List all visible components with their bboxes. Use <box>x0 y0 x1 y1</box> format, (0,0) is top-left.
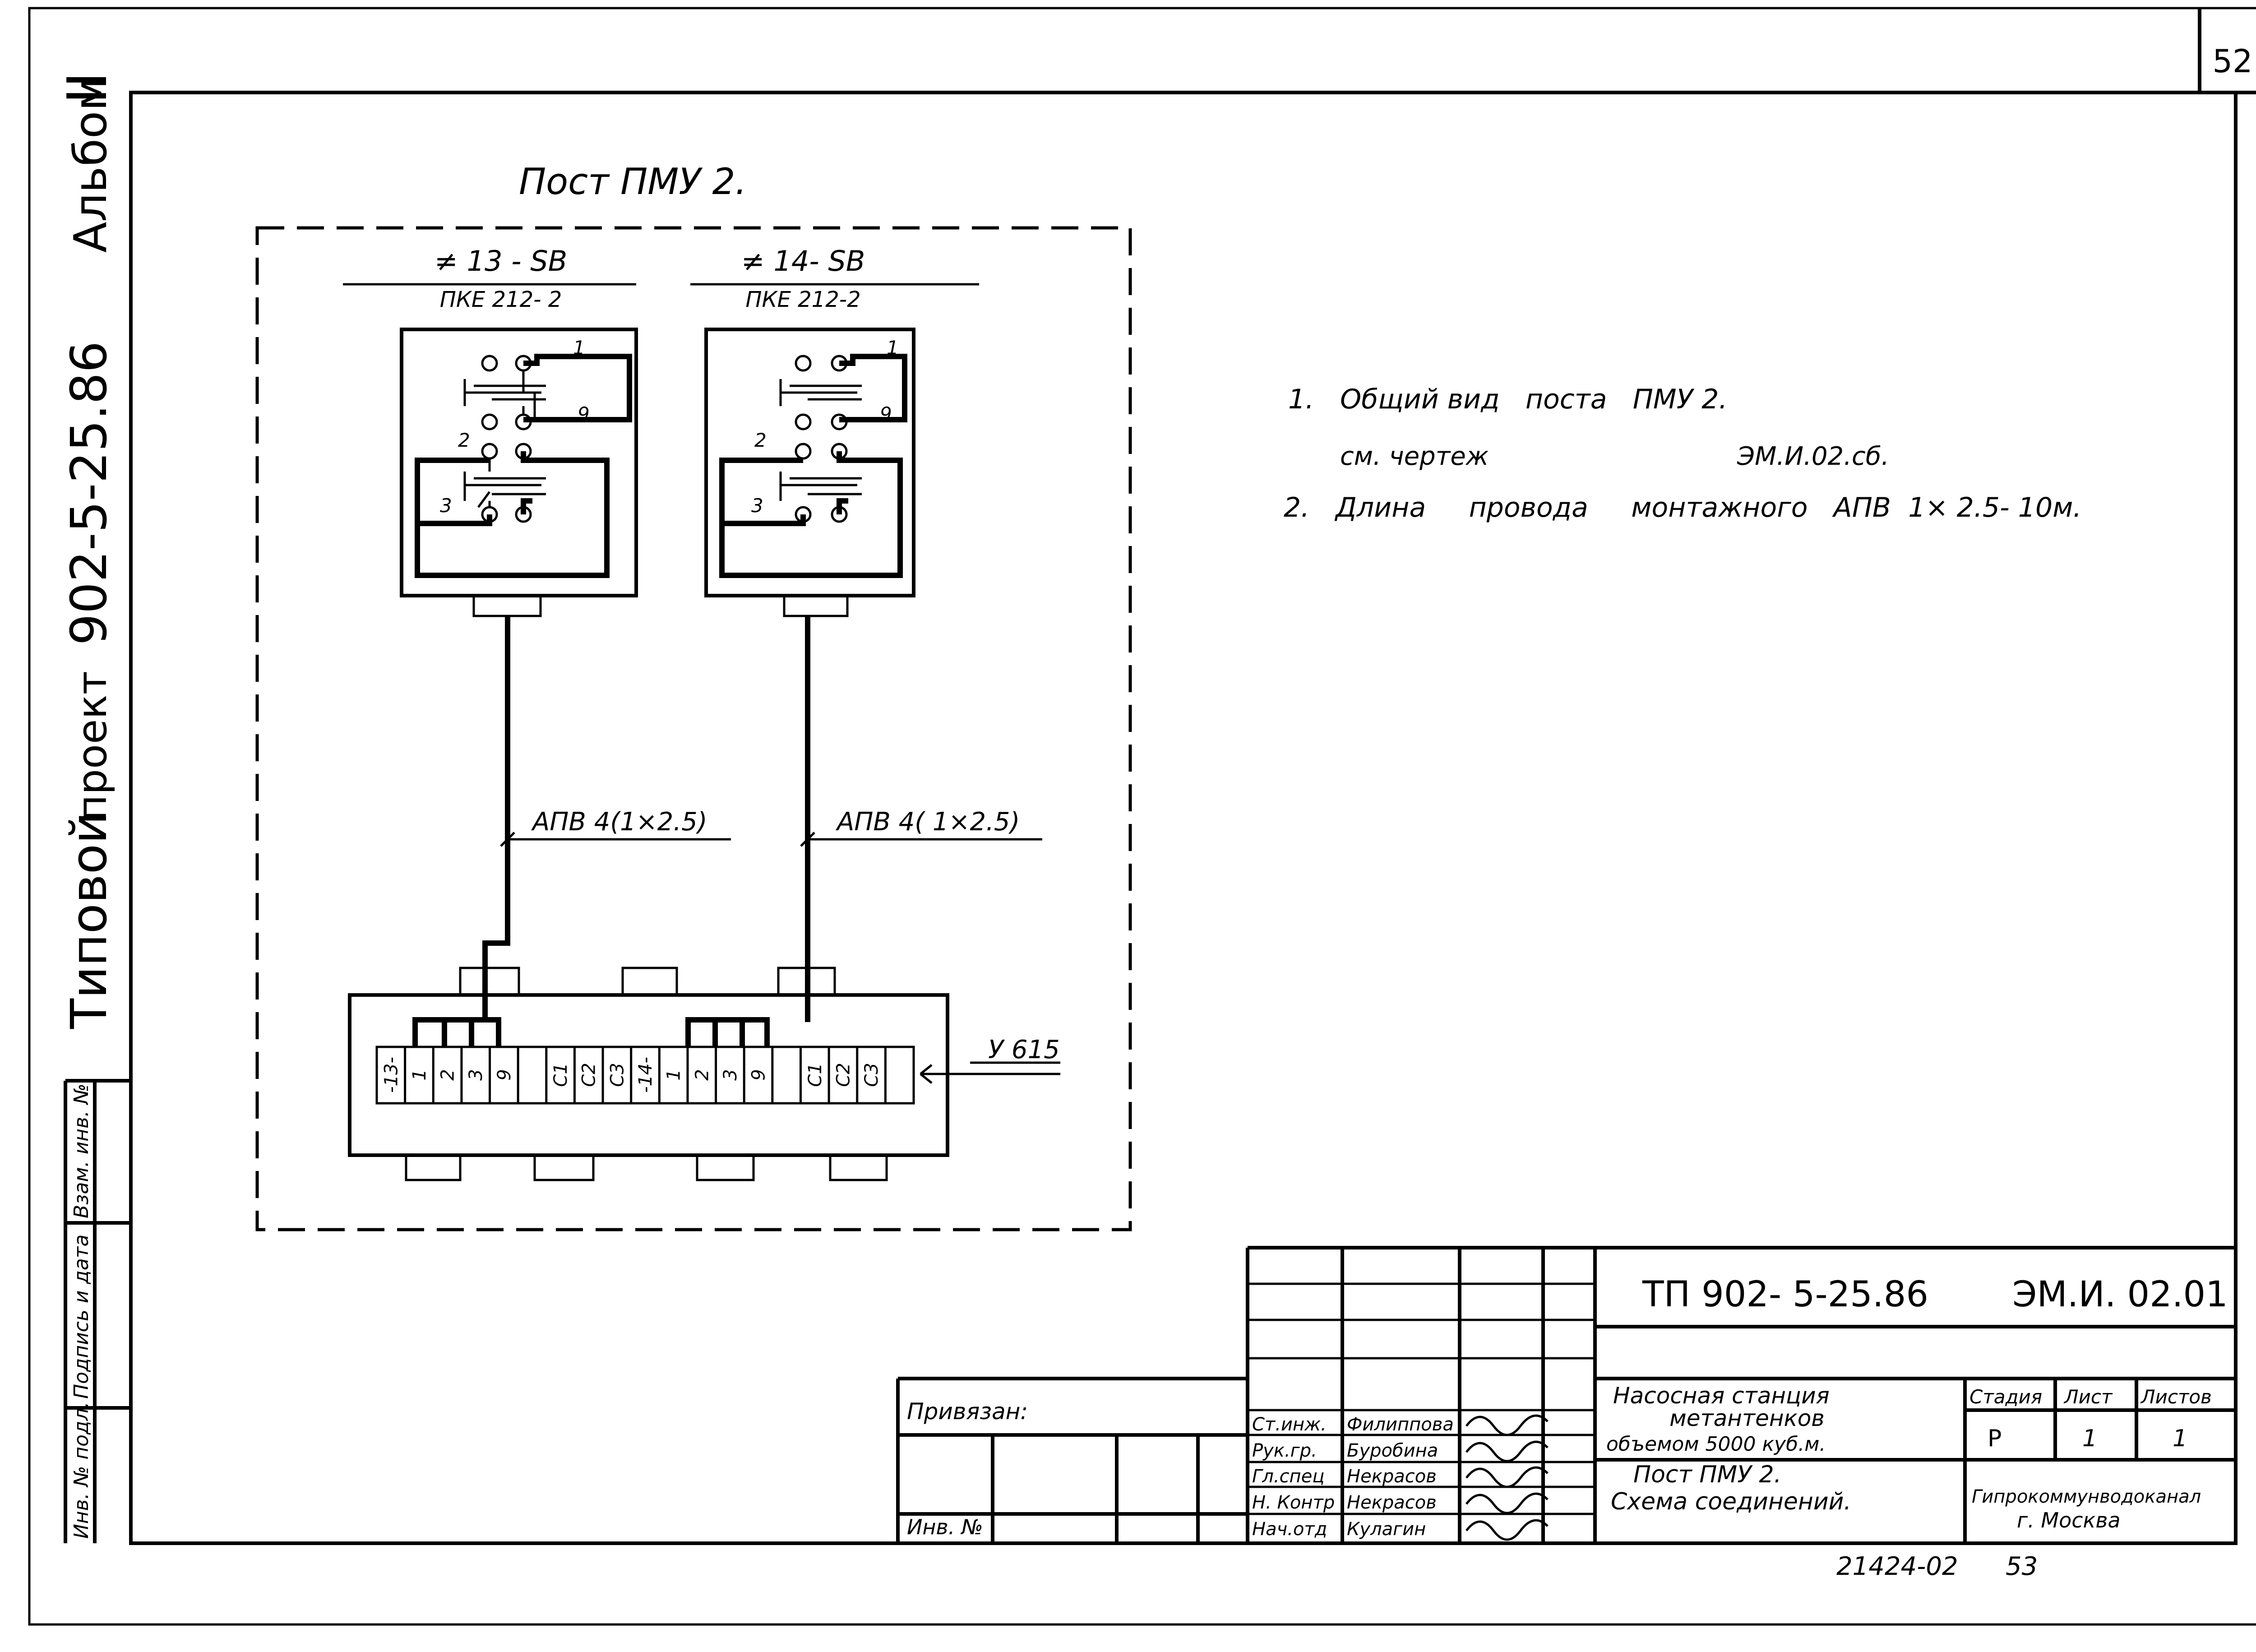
sheets-value: 1 <box>2173 1425 2187 1452</box>
push-button-14: 1 9 2 3 <box>704 328 915 617</box>
role-title: Рук.гр. <box>1252 1440 1317 1461</box>
terminal-label: 9 <box>494 1069 515 1080</box>
note-1-text: Общий вид поста ПМУ 2. <box>1340 384 1728 415</box>
sheet-title2: Схема соединений. <box>1611 1488 1851 1515</box>
left-strip-vzam: Взам. инв. № <box>70 1083 93 1218</box>
role-title: Гл.спец <box>1252 1466 1325 1487</box>
left-strip-sign: Подпись и дата <box>70 1235 93 1399</box>
object-line3: объемом 5000 куб.м. <box>1606 1433 1826 1456</box>
contact-9-label: 9 <box>578 403 590 425</box>
org-city: г. Москва <box>2017 1508 2121 1532</box>
title-block: Привязан: Инв. № ТП 902- 5-25.86 ЭМ.И. 0… <box>896 1246 2238 1543</box>
terminal-label: 2 <box>438 1069 458 1080</box>
sheets-header: Листов <box>2140 1386 2212 1408</box>
note-1-ref-text: см. чертеж <box>1340 442 1489 471</box>
note-1-ref-code: ЭМ.И.02.сб. <box>1737 442 1889 471</box>
note-1-num: 1. <box>1288 384 1314 415</box>
button-13-type: ПКЕ 212- 2 <box>440 287 562 312</box>
footer-page: 53 <box>2006 1552 2038 1581</box>
role-title: Н. Контр <box>1252 1492 1335 1513</box>
role-name: Филиппова <box>1347 1414 1454 1435</box>
left-strip: Инв. № подл. Подпись и дата Взам. инв. № <box>64 1079 131 1543</box>
contact-3-label-b: 3 <box>751 495 763 517</box>
terminal-label: 1 <box>409 1069 430 1080</box>
sheet-title1: Пост ПМУ 2. <box>1633 1461 1781 1488</box>
org-name: Гипрокоммунводоканал <box>1972 1486 2201 1507</box>
signature <box>1465 1414 1549 1436</box>
doc-code: ЭМ.И. 02.01 <box>2012 1274 2228 1315</box>
terminal-label: 9 <box>749 1069 769 1080</box>
terminal-label: 2 <box>692 1069 712 1080</box>
contact-3-label: 3 <box>440 495 452 517</box>
role-name: Некрасов <box>1347 1492 1437 1513</box>
left-strip-inv: Инв. № подл. <box>70 1402 93 1539</box>
cable-14-label: АПВ 4( 1×2.5) <box>836 807 1020 837</box>
stage-value: Р <box>1988 1425 2002 1452</box>
notes: 1. Общий вид поста ПМУ 2. см. чертеж ЭМ.… <box>1284 384 2081 523</box>
contact-2-label-b: 2 <box>754 429 767 451</box>
sheet-value: 1 <box>2082 1425 2097 1452</box>
signature <box>1465 1519 1549 1541</box>
inv-label: Инв. № <box>907 1515 983 1539</box>
push-button-13: 1 9 2 3 <box>400 328 638 617</box>
terminal-label: C3 <box>607 1063 628 1087</box>
terminal-label: -14- <box>635 1057 656 1093</box>
note-2-num: 2. <box>1284 492 1309 523</box>
terminal-block-label: У 615 <box>988 1035 1060 1064</box>
terminal-label: C2 <box>833 1063 854 1087</box>
sheet-number-box <box>2198 8 2256 94</box>
signature <box>1465 1440 1549 1462</box>
object-line1: Насосная станция <box>1613 1383 1830 1409</box>
footer-number: 21424-02 <box>1836 1552 1958 1581</box>
side-title-album-no: II <box>56 72 119 104</box>
side-title-album: Альбом <box>64 77 117 253</box>
button-13-tag: ≠ 13 - SB <box>435 245 567 278</box>
post-enclosure <box>255 226 1132 1231</box>
contact-9-label-b: 9 <box>880 403 892 425</box>
bound-label: Привязан: <box>907 1398 1028 1425</box>
drawing-frame <box>129 91 2238 1545</box>
role-title: Нач.отд <box>1252 1519 1327 1540</box>
stage-header: Стадия <box>1969 1386 2042 1408</box>
signature <box>1465 1466 1549 1488</box>
cable-13-label: АПВ 4(1×2.5) <box>531 807 707 837</box>
terminal-label: C1 <box>805 1063 826 1087</box>
button-14-type: ПКЕ 212-2 <box>745 287 860 312</box>
post-title: Пост ПМУ 2. <box>519 161 747 203</box>
terminal-label: C1 <box>550 1063 571 1087</box>
side-title-part1: Типовой <box>60 811 118 1029</box>
sheet-number: 52 <box>2212 43 2252 80</box>
outer-frame <box>28 7 2256 1626</box>
side-title-part3: 902-5-25.86 <box>60 341 118 645</box>
terminal-label: 3 <box>720 1069 741 1080</box>
terminal-label: 3 <box>466 1069 486 1080</box>
side-title: Типовой проект 902-5-25.86 Альбом II <box>56 72 119 1029</box>
terminal-label: C3 <box>861 1063 882 1087</box>
cable-13 <box>482 616 510 1022</box>
role-name: Некрасов <box>1347 1466 1437 1487</box>
button-14-tag: ≠ 14- SB <box>741 245 865 278</box>
side-title-part2: проект <box>69 671 116 821</box>
role-name: Буробина <box>1347 1440 1438 1461</box>
terminal-label: -13- <box>381 1057 402 1093</box>
object-line2: метантенков <box>1669 1405 1825 1431</box>
sheet-header: Лист <box>2063 1386 2113 1408</box>
contact-2-label: 2 <box>458 429 470 451</box>
role-name: Кулагин <box>1347 1519 1426 1540</box>
contact-1-label-b: 1 <box>887 337 899 359</box>
contact-1-label: 1 <box>573 337 585 359</box>
role-title: Ст.инж. <box>1252 1414 1327 1435</box>
terminal-label: C2 <box>579 1063 600 1087</box>
project-code: ТП 902- 5-25.86 <box>1642 1274 1928 1315</box>
signature <box>1465 1492 1549 1514</box>
terminal-label: 1 <box>664 1069 684 1080</box>
note-2-text: Длина провода монтажного АПВ 1× 2.5- 10м… <box>1334 492 2081 523</box>
